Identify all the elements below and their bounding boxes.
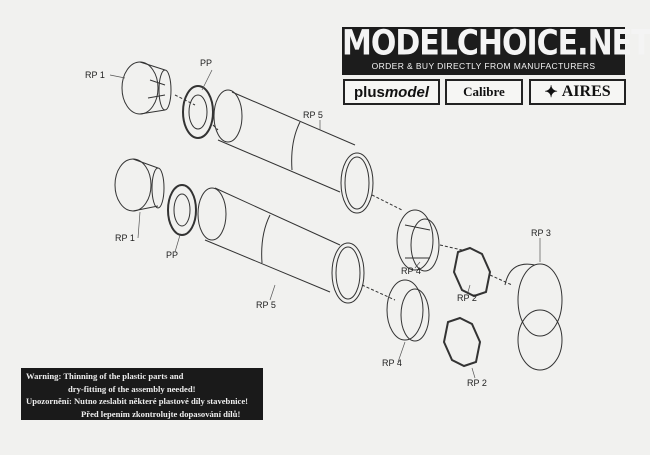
part-pp-top <box>182 85 214 139</box>
banner-title: MODELCHOICE.NET <box>342 23 650 64</box>
label-rp2-bottom: RP 2 <box>467 378 487 388</box>
part-rp5-bottom <box>197 187 365 304</box>
part-rp4-top <box>396 209 440 272</box>
warning-line: Upozornění: Nutno zeslabit některé plast… <box>26 396 248 406</box>
part-rp3 <box>504 263 563 371</box>
part-rp5-top <box>213 89 374 214</box>
star-icon: ✦ <box>544 84 562 101</box>
logo-text: plus <box>353 83 385 101</box>
warning-line: Warning: Thinning of the plastic parts a… <box>26 371 184 381</box>
label-rp2-top: RP 2 <box>457 293 477 303</box>
label-rp4-top: RP 4 <box>401 266 421 276</box>
aires-logo: ✦ AIRES <box>529 79 626 105</box>
logo-text: Calibre <box>463 84 505 99</box>
part-rp1-bottom <box>114 158 165 212</box>
banner-subtitle: ORDER & BUY DIRECTLY FROM MANUFACTURERS <box>371 61 596 71</box>
logo-text: AIRES <box>561 83 611 100</box>
part-rp2-bottom <box>442 316 482 368</box>
warning-line: Před lepením zkontrolujte dopasování díl… <box>81 408 241 419</box>
label-rp1-top: RP 1 <box>85 70 105 80</box>
label-pp-bottom: PP <box>166 250 178 260</box>
calibre-logo: Calibre <box>445 79 523 105</box>
assembly-line <box>439 244 513 286</box>
part-pp-bottom <box>167 184 197 236</box>
logo-text: model <box>384 83 430 101</box>
part-rp1-top <box>121 61 172 115</box>
label-rp3: RP 3 <box>531 228 551 238</box>
modelchoice-banner: MODELCHOICE.NET ORDER & BUY DIRECTLY FRO… <box>342 23 650 75</box>
assembly-line <box>174 94 403 211</box>
label-rp5-bottom: RP 5 <box>256 300 276 310</box>
label-rp5-top: RP 5 <box>303 110 323 120</box>
part-rp2-top <box>452 246 492 298</box>
warning-line: dry-fitting of the assembly needed! <box>68 383 196 394</box>
label-rp4-bottom: RP 4 <box>382 358 402 368</box>
leader-lines <box>109 69 541 379</box>
part-rp4-bottom <box>386 279 430 342</box>
label-rp1-bottom: RP 1 <box>115 233 135 243</box>
assembly-line <box>361 284 396 301</box>
label-pp-top: PP <box>200 58 212 68</box>
warning-box: Warning: Thinning of the plastic parts a… <box>21 368 263 420</box>
